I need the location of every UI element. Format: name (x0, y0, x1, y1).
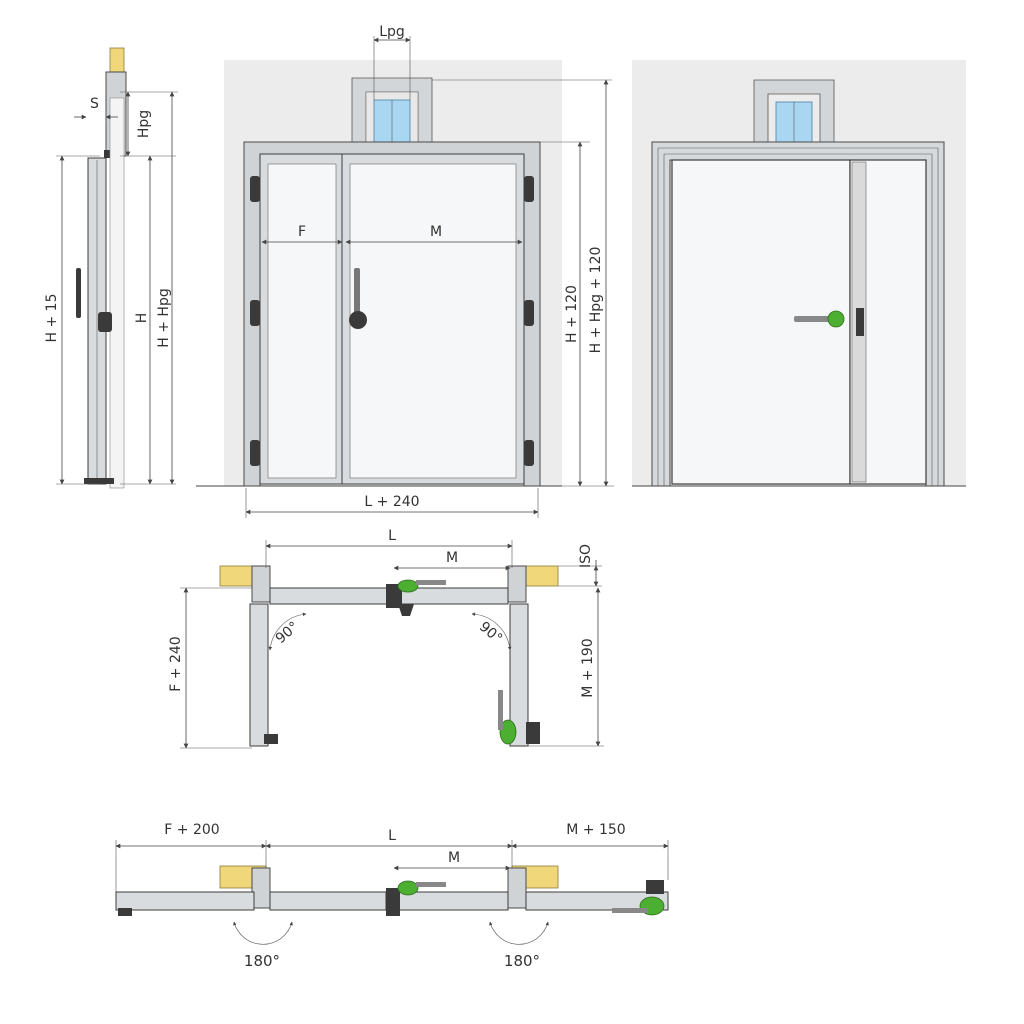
plan-view-90: 90° 90° L M ISO F + 240 M + 190 (168, 528, 604, 749)
plan90-label-L: L (388, 528, 396, 544)
plan90-label-angle-right: 90° (476, 619, 505, 647)
front-label-Lpg: Lpg (379, 24, 405, 40)
inside-handle-lever (794, 316, 830, 322)
side-label-S: S (90, 96, 99, 112)
front-hinge-4 (524, 176, 534, 202)
front-hinge-1 (250, 176, 260, 202)
front-handle-knob (349, 311, 367, 329)
side-handle-lever (76, 268, 81, 318)
inside-lock (856, 308, 864, 336)
plan180-label-M: M (448, 850, 460, 866)
side-label-HHpg: H + Hpg (156, 288, 172, 347)
plan180-lock-center (386, 888, 400, 916)
plan180-label-F200: F + 200 (164, 822, 219, 838)
plan180-leaf-open-M (525, 891, 669, 911)
side-label-H15: H + 15 (44, 294, 60, 343)
inside-handle-green-knob (827, 310, 845, 328)
plan180-label-angle-left: 180° (244, 952, 280, 970)
side-label-Hpg: Hpg (136, 110, 152, 138)
front-view-outside: Lpg F M L + 240 H + 120 H + Hpg + 120 (196, 24, 614, 518)
plan90-leaf-open-M (509, 603, 529, 747)
front-handle-lever (354, 268, 360, 316)
side-section-view: S Hpg H + 15 H H + Hpg (44, 47, 178, 489)
front-label-HHpg120: H + Hpg + 120 (588, 247, 604, 354)
plan90-handle-green-open (499, 719, 517, 745)
plan90-frame-left (251, 565, 271, 603)
front-hinge-2 (250, 300, 260, 326)
plan180-leaf-closed-right (397, 891, 509, 911)
side-label-H: H (134, 313, 150, 324)
plan90-label-angle-left: 90° (273, 619, 302, 647)
plan-view-180: 180° 180° F + 200 L M M + 150 (115, 822, 669, 970)
plan180-label-M150: M + 150 (566, 822, 625, 838)
side-handle-lock (98, 312, 112, 332)
plan90-handle-green (397, 579, 419, 593)
plan180-leaf-closed-left (269, 891, 387, 911)
front-label-H120: H + 120 (564, 285, 580, 343)
front-view-inside (632, 60, 966, 487)
plan90-frame-right (507, 565, 527, 603)
plan180-frame-right (507, 867, 527, 909)
plan90-leaf-open-F (249, 603, 269, 747)
plan180-label-L: L (388, 828, 396, 844)
front-label-F: F (298, 224, 306, 240)
plan90-label-M: M (446, 550, 458, 566)
front-hinge-5 (524, 300, 534, 326)
side-wall (109, 97, 125, 489)
plan90-lock-center (386, 584, 402, 608)
plan90-label-M190: M + 190 (580, 638, 596, 697)
front-hinge-3 (250, 440, 260, 466)
plan180-frame-left (251, 867, 271, 909)
plan180-leaf-open-F (115, 891, 255, 911)
plan90-leaf-closed-left (269, 587, 391, 605)
plan180-handle-green (397, 880, 419, 896)
plan180-label-angle-right: 180° (504, 952, 540, 970)
side-threshold (84, 478, 114, 484)
front-label-M: M (430, 224, 442, 240)
plan90-label-F240: F + 240 (168, 636, 184, 691)
front-hinge-6 (524, 440, 534, 466)
plan90-label-ISO: ISO (578, 544, 594, 568)
front-label-L240: L + 240 (364, 494, 419, 510)
